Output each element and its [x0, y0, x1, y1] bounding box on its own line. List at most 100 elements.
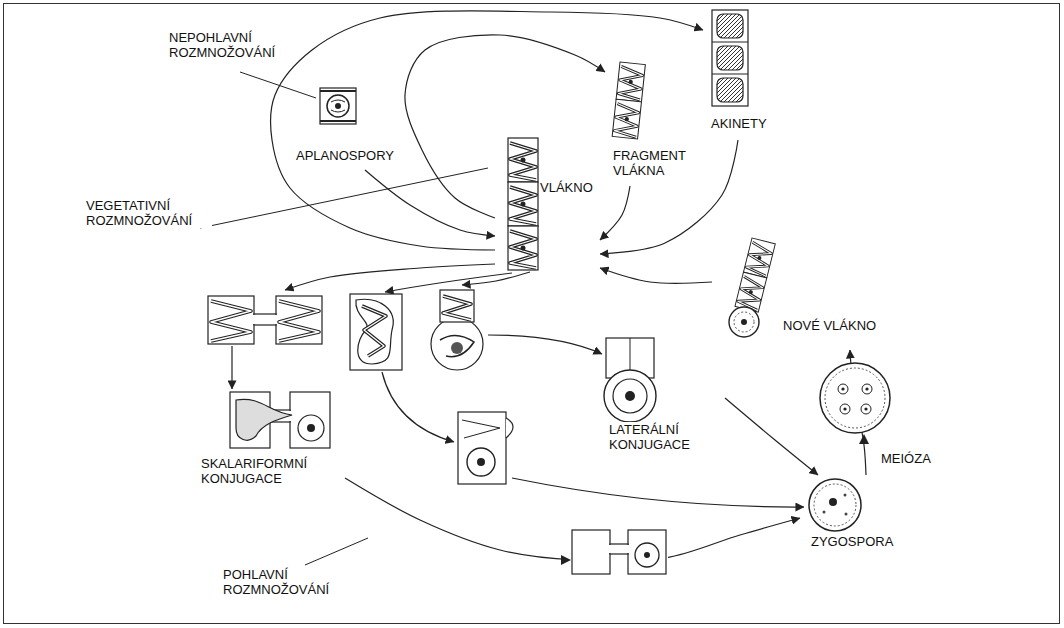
filament-fragment	[612, 62, 645, 139]
leader-line	[240, 72, 316, 98]
cell-wall	[458, 412, 506, 484]
cell-swelling	[604, 370, 656, 422]
zygospore-inner-wall	[734, 312, 754, 332]
nucleus	[829, 498, 837, 506]
stage-node: SKALARIFORMNÍ KONJUGACE	[195, 290, 345, 500]
stage-label: NOVÉ VLÁKNO	[782, 318, 877, 333]
section-label: POHLAVNÍ ROZMNOŽOVÁNÍ	[222, 567, 344, 597]
nucleus	[625, 391, 635, 401]
aplanospore	[327, 95, 349, 117]
scalariform-stage	[230, 392, 330, 448]
cell-wall	[320, 90, 356, 92]
cell-wall	[208, 296, 254, 344]
cell-wall	[276, 296, 322, 344]
akinete	[717, 78, 743, 102]
cycle-arrow	[285, 264, 495, 290]
filament-cell	[612, 99, 641, 139]
chloroplast-band	[443, 296, 471, 320]
chloroplast-band	[362, 306, 386, 356]
nucleus	[451, 342, 463, 354]
lateral-conjugation	[604, 338, 656, 422]
stage-label: FRAGMENT VLÁKNA	[612, 148, 700, 178]
stage-label: AKINETY	[710, 116, 768, 131]
cycle-arrow	[600, 140, 738, 254]
stage-label: SKALARIFORMNÍ KONJUGACE	[200, 456, 332, 486]
cell-bulge	[506, 418, 513, 438]
cell-swelling	[431, 318, 483, 370]
migrating-protoplast	[236, 399, 292, 440]
contracting-cell	[350, 294, 402, 370]
tube-opening	[275, 315, 277, 324]
stage-label: LATERÁLNÍ KONJUGACE	[608, 422, 715, 452]
chloroplast-band	[443, 296, 471, 320]
cell-wall	[628, 530, 666, 574]
cell-wall	[320, 88, 356, 124]
edge-label: MEIÓZA	[880, 451, 932, 466]
nucleus	[477, 458, 485, 466]
cycle-arrow	[405, 35, 605, 218]
filament-cell	[616, 62, 645, 102]
stage-node: LATERÁLNÍ KONJUGACE	[420, 285, 725, 462]
conjugation-tube	[254, 314, 276, 325]
arrow-head	[561, 555, 571, 565]
cell-wall	[320, 120, 356, 122]
meiotic-nucleus	[840, 404, 850, 414]
granule	[845, 513, 848, 516]
arrow-head	[859, 434, 869, 444]
stage-node: APLANOSPORY	[285, 82, 399, 170]
conjugation-start	[208, 296, 322, 344]
cell-wall	[290, 392, 330, 448]
meiotic-nucleus	[838, 384, 848, 394]
ground-patch	[568, 526, 668, 578]
section-label: VEGETATIVNÍ ROZMNOŽOVÁNÍ	[85, 198, 212, 228]
meiotic-nucleus	[862, 384, 872, 394]
granule	[844, 494, 847, 497]
chloroplast-band	[279, 301, 319, 341]
chloroplast-band	[211, 301, 251, 341]
cycle-arrow	[725, 398, 818, 475]
nucleus	[307, 424, 315, 432]
meiosis-cell	[820, 363, 890, 444]
stage-node: FRAGMENT VLÁKNA	[605, 58, 704, 186]
chromatin	[843, 407, 846, 410]
chromatin	[864, 407, 867, 410]
cycle-arrow	[270, 11, 703, 250]
stage-label: APLANOSPORY	[295, 148, 395, 163]
cycle-arrow	[600, 268, 712, 283]
zygote	[635, 543, 659, 567]
young-zygote	[467, 448, 495, 476]
lateral-start	[431, 290, 483, 370]
aplanospore-cell	[320, 88, 356, 124]
stage-label: VLÁKNO	[539, 180, 594, 195]
nucleus	[644, 552, 650, 558]
chromatin	[841, 387, 844, 390]
frame	[4, 4, 1060, 624]
conjugation-tube	[610, 544, 628, 554]
zygospore-wall	[809, 479, 861, 531]
chloroplast-band	[331, 100, 345, 112]
nucleus	[741, 319, 747, 325]
tube-opening	[253, 315, 255, 324]
stage-node: VLÁKNO	[495, 135, 600, 272]
chromatin	[865, 387, 868, 390]
stage-node: ZYGOSPORA	[800, 475, 910, 556]
akinete-filament	[712, 10, 748, 106]
fusion-stage	[458, 412, 513, 484]
chloroplast-band	[462, 420, 500, 438]
germinating-zygospore	[729, 307, 759, 337]
leader-line	[305, 538, 368, 565]
filament-cell	[508, 138, 538, 182]
stage-label: ZYGOSPORA	[810, 534, 894, 549]
meiotic-nucleus	[861, 404, 871, 414]
tube-opening	[627, 545, 629, 553]
cross-wall	[712, 41, 748, 42]
akinete	[717, 46, 743, 70]
cycle-arrow	[231, 346, 232, 389]
chloroplast-band	[211, 301, 251, 341]
cell-wall	[712, 10, 748, 106]
cycle-arrow	[600, 186, 630, 240]
protoplast	[356, 299, 393, 364]
cycle-arrow	[512, 478, 804, 507]
cell-wall	[350, 294, 402, 370]
